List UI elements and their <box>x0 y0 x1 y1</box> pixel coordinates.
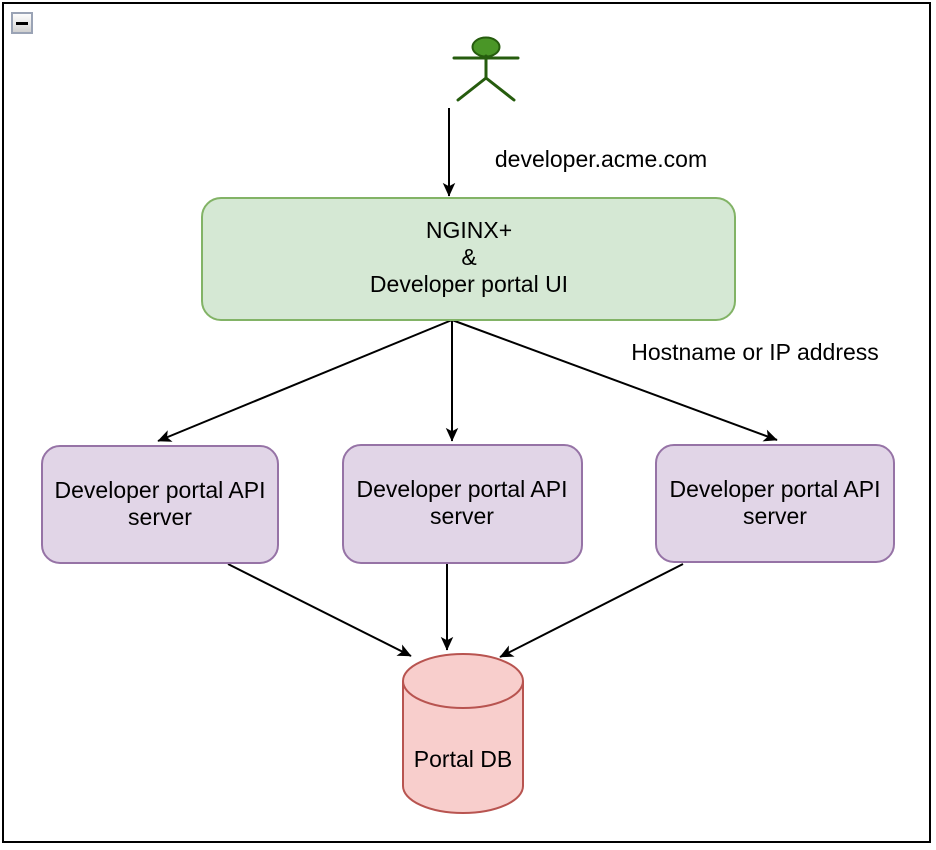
actor-left-leg-line <box>456 76 488 102</box>
actor-right-leg-line <box>484 76 516 102</box>
edge-nginx-to-api-3 <box>451 319 778 442</box>
portal-db-cylinder <box>402 653 524 814</box>
api-server-3-label-line-1: Developer portal API <box>670 476 881 502</box>
user-actor <box>452 36 520 102</box>
minus-icon <box>16 21 28 25</box>
api-server-1-label-line-1: Developer portal API <box>55 477 266 503</box>
actor-head <box>471 36 501 58</box>
edge-label-hostname: Hostname or IP address <box>631 339 879 365</box>
collapse-button[interactable] <box>11 12 33 34</box>
portal-db-label: Portal DB <box>414 746 512 772</box>
edge-nginx-to-api-1 <box>157 319 453 442</box>
edge-label-developer-acme: developer.acme.com <box>495 146 707 172</box>
api-server-node-2 <box>342 444 583 564</box>
nginx-label-line-2: & <box>461 244 476 270</box>
api-server-2-label-line-1: Developer portal API <box>357 476 568 502</box>
portal-db-cylinder-top-rim <box>402 680 524 709</box>
portal-db-cylinder-body <box>402 653 524 814</box>
api-server-1-label-line-2: server <box>128 504 192 530</box>
api-server-node-3 <box>655 444 895 563</box>
nginx-node <box>201 197 736 321</box>
edge-api-3-to-db <box>499 563 684 658</box>
api-server-3-label-line-2: server <box>743 503 807 529</box>
api-server-node-1 <box>41 445 279 564</box>
api-server-2-label-line-2: server <box>430 503 494 529</box>
edge-api-1-to-db <box>227 563 412 657</box>
nginx-label-line-1: NGINX+ <box>426 217 512 243</box>
nginx-label-line-3: Developer portal UI <box>370 271 568 297</box>
